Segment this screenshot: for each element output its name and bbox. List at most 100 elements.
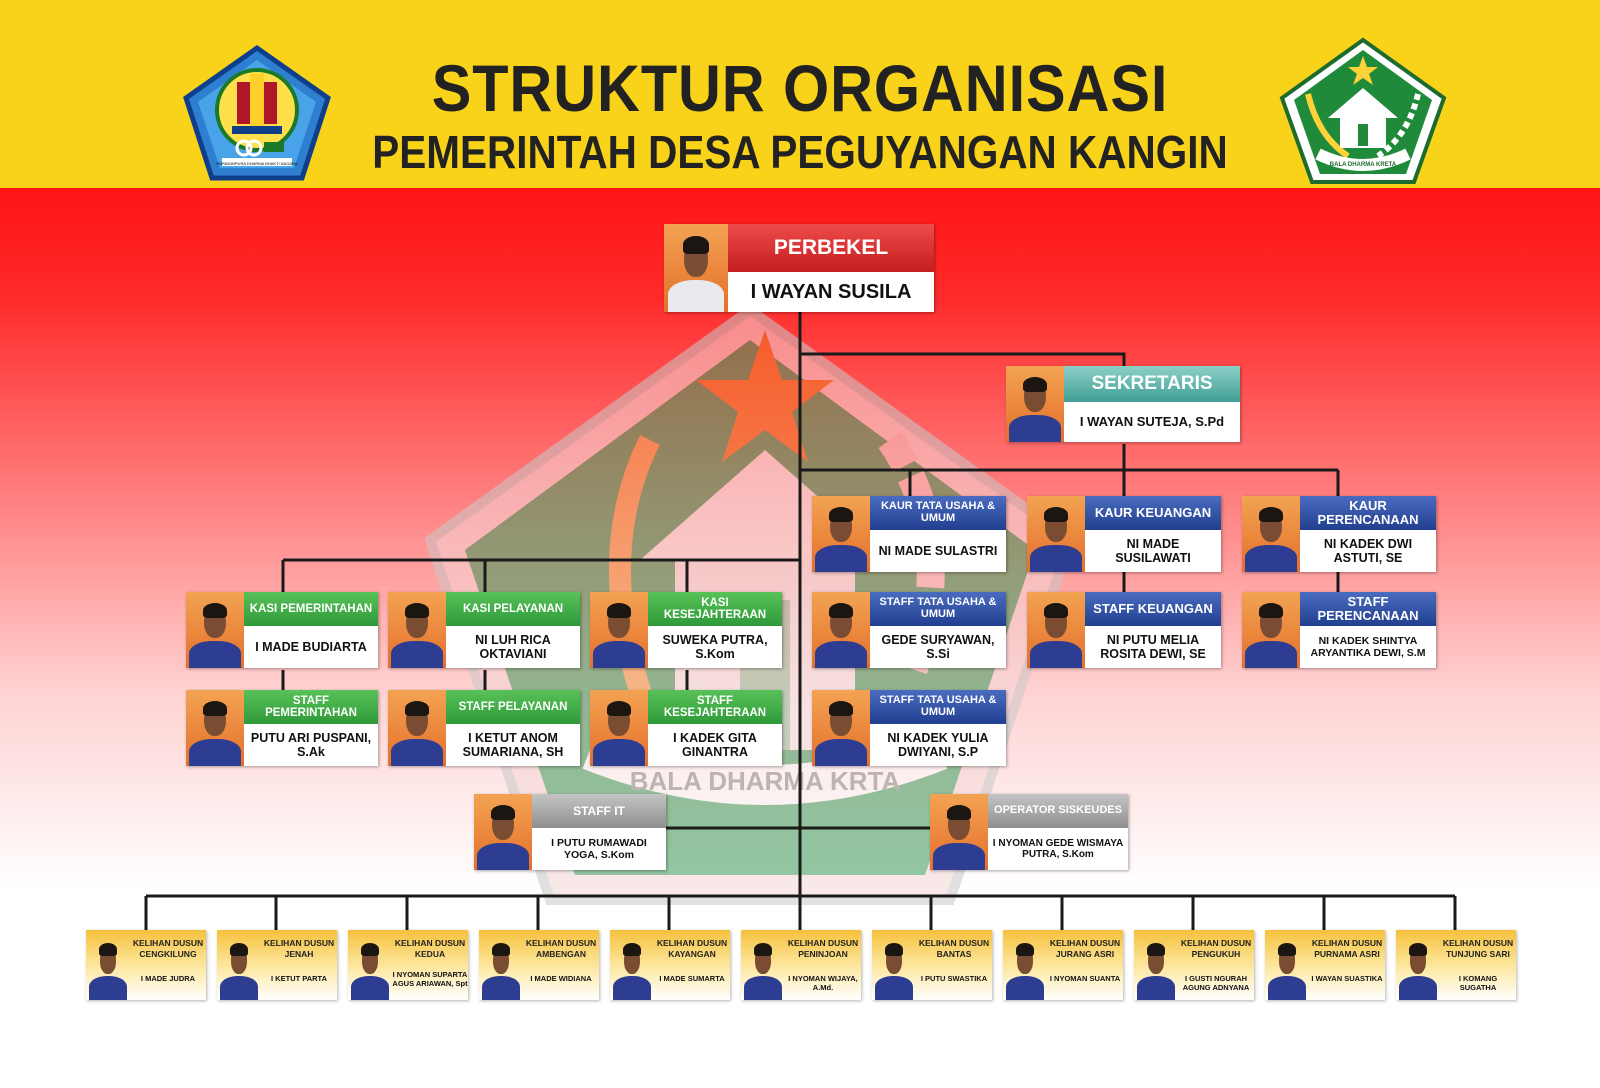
kelihan-card: KELIHAN DUSUN KEDUA I NYOMAN SUPARTA AGU… <box>348 930 468 1000</box>
kelihan-photo <box>1396 934 1440 1000</box>
kasi-title: KASI PELAYANAN <box>446 592 580 626</box>
kelihan-card: KELIHAN DUSUN AMBENGAN I MADE WIDIANA <box>479 930 599 1000</box>
page-title: STRUKTUR ORGANISASI <box>431 51 1169 125</box>
kaur-photo <box>1242 496 1300 572</box>
operator-siskeudes-name: I NYOMAN GEDE WISMAYA PUTRA, S.Kom <box>988 828 1128 870</box>
left-emblem-motto: PURADIMPURA DHARMA BHAKTI NAGARA <box>216 161 297 166</box>
perbekel-card: PERBEKEL I WAYAN SUSILA <box>664 224 934 312</box>
kaur-card: KAUR KEUANGAN NI MADE SUSILAWATI <box>1027 496 1221 572</box>
header-banner: PURADIMPURA DHARMA BHAKTI NAGARA STRUKTU… <box>0 0 1600 188</box>
operator-siskeudes-title: OPERATOR SISKEUDES <box>988 794 1128 828</box>
kasi-photo <box>590 592 648 668</box>
kelihan-name: I MADE JUDRA <box>140 974 196 983</box>
kelihan-photo <box>86 934 130 1000</box>
staff-card: STAFF PELAYANAN I KETUT ANOM SUMARIANA, … <box>388 690 580 766</box>
kelihan-photo <box>479 934 523 1000</box>
kaur-title: KAUR TATA USAHA & UMUM <box>870 496 1006 530</box>
kaur-name: NI MADE SUSILAWATI <box>1085 530 1221 572</box>
kasi-card: KASI KESEJAHTERAAN SUWEKA PUTRA, S.Kom <box>590 592 782 668</box>
staff-title: STAFF PELAYANAN <box>446 690 580 724</box>
kelihan-title: KELIHAN DUSUN BANTAS <box>918 938 990 959</box>
kelihan-name: I KETUT PARTA <box>271 974 327 983</box>
staff-name: I KADEK GITA GINANTRA <box>648 724 782 766</box>
kelihan-title: KELIHAN DUSUN TUNJUNG SARI <box>1442 938 1514 959</box>
staff-name: NI PUTU MELIA ROSITA DEWI, SE <box>1085 626 1221 668</box>
kelihan-card: KELIHAN DUSUN KAYANGAN I MADE SUMARTA <box>610 930 730 1000</box>
kelihan-photo <box>610 934 654 1000</box>
kelihan-photo <box>741 934 785 1000</box>
staff-it-name: I PUTU RUMAWADI YOGA, S.Kom <box>532 828 666 870</box>
staff-card: STAFF TATA USAHA & UMUM GEDE SURYAWAN, S… <box>812 592 1006 668</box>
kelihan-card: KELIHAN DUSUN PENINJOAN I NYOMAN WIJAYA,… <box>741 930 861 1000</box>
kelihan-title: KELIHAN DUSUN JENAH <box>263 938 335 959</box>
kelihan-title: KELIHAN DUSUN KAYANGAN <box>656 938 728 959</box>
staff-name: I KETUT ANOM SUMARIANA, SH <box>446 724 580 766</box>
operator-siskeudes-card: OPERATOR SISKEUDES I NYOMAN GEDE WISMAYA… <box>930 794 1128 870</box>
right-emblem-motto: BALA DHARMA KRETA <box>1330 162 1397 168</box>
kelihan-photo <box>1265 934 1309 1000</box>
perbekel-title: PERBEKEL <box>728 224 934 272</box>
sekretaris-title: SEKRETARIS <box>1064 366 1240 402</box>
staff-it-card: STAFF IT I PUTU RUMAWADI YOGA, S.Kom <box>474 794 666 870</box>
kelihan-card: KELIHAN DUSUN BANTAS I PUTU SWASTIKA <box>872 930 992 1000</box>
staff-title: STAFF PERENCANAAN <box>1300 592 1436 626</box>
kasi-photo <box>186 592 244 668</box>
staff-it-title: STAFF IT <box>532 794 666 828</box>
kelihan-name: I NYOMAN WIJAYA, A.Md. <box>788 974 858 992</box>
kaur-name: NI KADEK DWI ASTUTI, SE <box>1300 530 1436 572</box>
staff-name: PUTU ARI PUSPANI, S.Ak <box>244 724 378 766</box>
kelihan-title: KELIHAN DUSUN PENGUKUH <box>1180 938 1252 959</box>
sekretaris-name: I WAYAN SUTEJA, S.Pd <box>1064 402 1240 442</box>
kasi-name: NI LUH RICA OKTAVIANI <box>446 626 580 668</box>
kelihan-name: I WAYAN SUASTIKA <box>1311 974 1383 983</box>
operator-siskeudes-photo <box>930 794 988 870</box>
staff-title: STAFF PEMERINTAHAN <box>244 690 378 724</box>
staff-card: STAFF PEMERINTAHAN PUTU ARI PUSPANI, S.A… <box>186 690 378 766</box>
kasi-name: I MADE BUDIARTA <box>244 626 378 668</box>
kasi-name: SUWEKA PUTRA, S.Kom <box>648 626 782 668</box>
kasi-photo <box>388 592 446 668</box>
kaur-card: KAUR PERENCANAAN NI KADEK DWI ASTUTI, SE <box>1242 496 1436 572</box>
kelihan-title: KELIHAN DUSUN PURNAMA ASRI <box>1311 938 1383 959</box>
kelihan-photo <box>348 934 392 1000</box>
kaur-photo <box>1027 496 1085 572</box>
staff-card: STAFF KESEJAHTERAAN I KADEK GITA GINANTR… <box>590 690 782 766</box>
staff-photo <box>1027 592 1085 668</box>
perbekel-photo <box>664 224 728 312</box>
watermark-motto: BALA DHARMA KRTA <box>630 766 901 796</box>
sekretaris-photo <box>1006 366 1064 442</box>
kelihan-card: KELIHAN DUSUN JURANG ASRI I NYOMAN SUANT… <box>1003 930 1123 1000</box>
staff-card: STAFF PERENCANAAN NI KADEK SHINTYA ARYAN… <box>1242 592 1436 668</box>
staff-photo <box>388 690 446 766</box>
staff-title: STAFF TATA USAHA & UMUM <box>870 690 1006 724</box>
kelihan-name: I NYOMAN SUPARTA AGUS ARIAWAN, Spt <box>392 970 468 988</box>
staff-title: STAFF KESEJAHTERAAN <box>648 690 782 724</box>
staff-photo <box>812 690 870 766</box>
kelihan-card: KELIHAN DUSUN PURNAMA ASRI I WAYAN SUAST… <box>1265 930 1385 1000</box>
staff-photo <box>812 592 870 668</box>
kelihan-title: KELIHAN DUSUN JURANG ASRI <box>1049 938 1121 959</box>
kelihan-photo <box>872 934 916 1000</box>
kelihan-name: I MADE WIDIANA <box>530 974 592 983</box>
kelihan-title: KELIHAN DUSUN KEDUA <box>394 938 466 959</box>
kasi-title: KASI PEMERINTAHAN <box>244 592 378 626</box>
staff-photo <box>1242 592 1300 668</box>
staff-title: STAFF TATA USAHA & UMUM <box>870 592 1006 626</box>
perbekel-name: I WAYAN SUSILA <box>728 272 934 312</box>
kaur-title: KAUR KEUANGAN <box>1085 496 1221 530</box>
village-emblem-icon: BALA DHARMA KRETA <box>1279 37 1447 184</box>
kelihan-card: KELIHAN DUSUN JENAH I KETUT PARTA <box>217 930 337 1000</box>
kelihan-title: KELIHAN DUSUN AMBENGAN <box>525 938 597 959</box>
kelihan-name: I GUSTI NGURAH AGUNG ADNYANA <box>1182 974 1250 992</box>
kaur-name: NI MADE SULASTRI <box>870 530 1006 572</box>
kelihan-photo <box>1134 934 1178 1000</box>
kaur-photo <box>812 496 870 572</box>
staff-it-photo <box>474 794 532 870</box>
sekretaris-card: SEKRETARIS I WAYAN SUTEJA, S.Pd <box>1006 366 1240 442</box>
kelihan-photo <box>1003 934 1047 1000</box>
kelihan-title: KELIHAN DUSUN PENINJOAN <box>787 938 859 959</box>
kelihan-card: KELIHAN DUSUN TUNJUNG SARI I KOMANG SUGA… <box>1396 930 1516 1000</box>
staff-photo <box>590 690 648 766</box>
regency-emblem-icon: PURADIMPURA DHARMA BHAKTI NAGARA <box>183 44 331 181</box>
kelihan-name: I MADE SUMARTA <box>659 974 725 983</box>
